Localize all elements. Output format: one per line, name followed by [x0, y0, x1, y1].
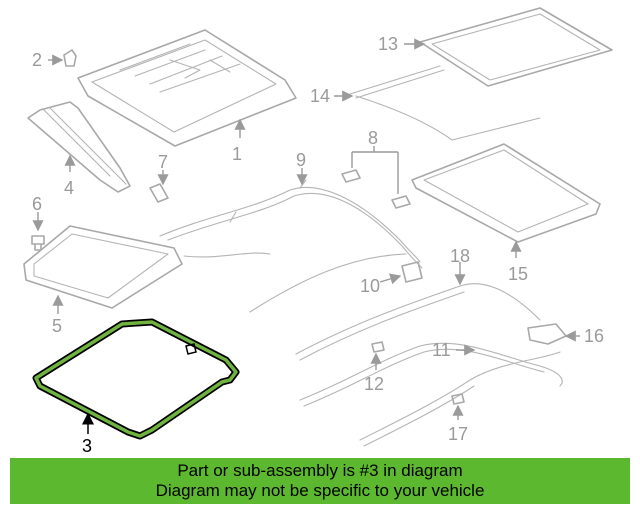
callout-16: 16	[584, 326, 604, 346]
part-5-glass-frame	[23, 225, 183, 309]
part-info-banner: Part or sub-assembly is #3 in diagram Di…	[10, 458, 630, 504]
part-3-seal-highlighted	[32, 318, 240, 440]
part-7-bracket	[149, 183, 169, 203]
part-2-clip	[63, 49, 77, 67]
callout-3: 3	[82, 436, 92, 456]
part-17-lower-hose	[359, 351, 561, 447]
callout-6: 6	[32, 194, 42, 214]
part-4-header-rail	[27, 101, 131, 193]
part-6-bolt	[31, 235, 45, 251]
callout-15: 15	[508, 264, 528, 284]
part-1-roof-panel	[77, 29, 297, 147]
part-18-guide-rail	[295, 283, 541, 361]
part-14-weatherstrip	[349, 65, 541, 141]
callout-7: 7	[158, 152, 168, 172]
callout-18: 18	[450, 246, 470, 266]
leader-10	[379, 273, 402, 285]
callout-9: 9	[296, 150, 306, 170]
callout-12: 12	[364, 374, 384, 394]
callout-4: 4	[64, 178, 74, 198]
part-16-bracket	[527, 323, 567, 345]
callout-1: 1	[232, 144, 242, 164]
banner-line-part: Part or sub-assembly is #3 in diagram	[177, 461, 463, 480]
callout-10: 10	[360, 276, 380, 296]
part-11-drain-hose	[299, 342, 563, 407]
callout-5: 5	[52, 316, 62, 336]
part-12-hose-clip	[371, 341, 385, 353]
leader-8	[351, 151, 399, 194]
callout-14: 14	[310, 86, 330, 106]
part-15-sunshade	[411, 143, 601, 243]
callout-2: 2	[32, 50, 42, 70]
parts-diagram: 1 2 4 7 6 5 3 9	[23, 7, 613, 456]
part-8-bumpers	[341, 169, 411, 209]
callout-13: 13	[378, 34, 398, 54]
callout-8: 8	[368, 128, 378, 148]
part-9-drain-tube	[159, 179, 423, 313]
banner-line-disclaimer: Diagram may not be specific to your vehi…	[155, 481, 485, 500]
part-10-motor	[401, 261, 423, 283]
callout-11: 11	[432, 340, 451, 360]
part-13-glass	[419, 7, 613, 87]
callout-17: 17	[448, 424, 468, 444]
